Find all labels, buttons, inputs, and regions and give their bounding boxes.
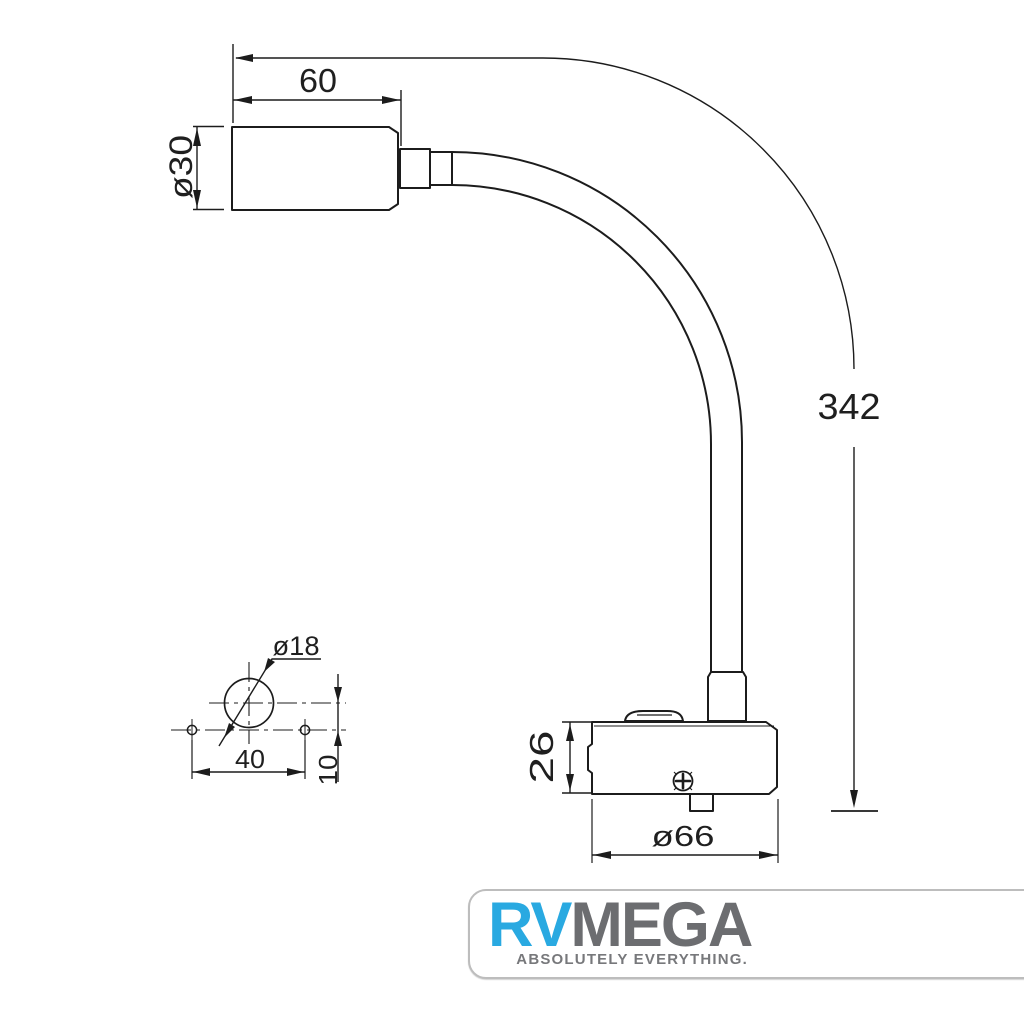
arrowhead (566, 724, 574, 741)
arrowhead (759, 851, 777, 859)
screw-icon (672, 770, 694, 792)
dim-label-head-length: 60 (299, 62, 337, 99)
arrowhead (593, 851, 611, 859)
rvmega-logo: RVMEGA ABSOLUTELY EVERYTHING. (468, 889, 1024, 979)
tube-collar (707, 671, 747, 722)
dim-label-head-diameter: ø30 (163, 135, 199, 199)
lamp-outline (231, 126, 778, 812)
arrowhead (850, 790, 858, 808)
dim-label-base-diameter: ø66 (652, 821, 715, 853)
dim-hole-spacing: 40 (191, 740, 306, 779)
lamp-head (231, 126, 399, 211)
dim-base-diameter: ø66 (591, 799, 779, 863)
gooseneck-tube-inner (451, 184, 712, 672)
dim-base-height: 26 (523, 721, 592, 794)
dim-label-hole-spacing: 40 (235, 744, 265, 774)
arrowhead (193, 768, 210, 776)
dimension-layer: 60 342 ø30 (163, 44, 881, 863)
arrowhead (234, 96, 252, 104)
arrowhead (224, 723, 235, 738)
neck-ferrule (429, 151, 453, 186)
arrowhead (382, 96, 400, 104)
dim-label-cutout-diameter: ø18 (273, 631, 320, 661)
arrowhead (264, 658, 275, 672)
dim-label-overall-height: 342 (818, 386, 881, 427)
arrowhead (287, 768, 304, 776)
dim-hole-offset: 10 (313, 674, 343, 786)
mounting-base (587, 721, 778, 795)
screw-notches (673, 771, 693, 791)
mounting-stub (689, 793, 714, 812)
gooseneck-tube-outer (451, 151, 743, 672)
arrowhead (334, 731, 342, 746)
dim-head-diameter: ø30 (163, 125, 224, 211)
switch-dome (624, 710, 684, 722)
brand-suffix: MEGA (570, 890, 753, 960)
neck-connector (399, 148, 431, 189)
dim-head-length: 60 (232, 44, 402, 146)
leader-line (218, 658, 321, 747)
brand-prefix: RV (488, 890, 572, 960)
dim-overall-height: 342 (235, 54, 881, 812)
dim-label-hole-offset: 10 (313, 755, 343, 786)
screw-cross (674, 772, 692, 790)
brand-tagline: ABSOLUTELY EVERYTHING. (516, 951, 748, 968)
dimension-curve (236, 57, 855, 370)
dim-label-base-height: 26 (523, 731, 560, 784)
arrowhead (334, 687, 342, 702)
arrowhead (566, 774, 574, 791)
arrowhead (235, 54, 253, 62)
arrowhead (193, 190, 201, 208)
arrowhead (193, 128, 201, 146)
mounting-hole-detail: ø18 (171, 631, 346, 747)
brand-text: RVMEGA (488, 889, 753, 962)
